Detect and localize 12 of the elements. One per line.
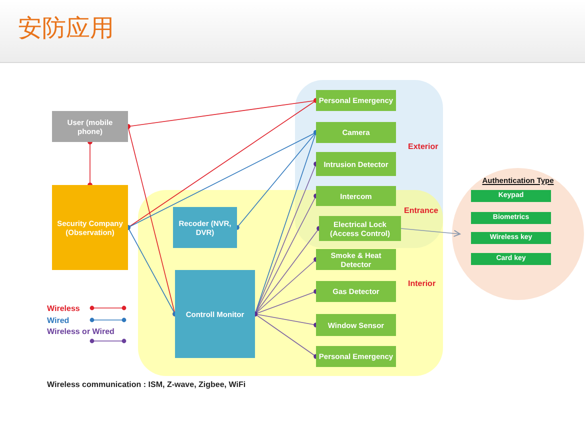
connector-line bbox=[88, 140, 92, 188]
zone-label: Exterior bbox=[408, 142, 438, 151]
legend-label: Wired bbox=[47, 316, 70, 325]
legend-label: Wireless or Wired bbox=[47, 327, 114, 336]
zone-area bbox=[138, 190, 443, 376]
zone-label: Interior bbox=[408, 279, 436, 288]
connector-line bbox=[126, 225, 178, 316]
page-title: 安防应用 bbox=[18, 13, 114, 44]
connector-line bbox=[400, 228, 460, 237]
zone-label: Entrance bbox=[404, 206, 438, 215]
footnote-text: Wireless communication : ISM, Z-wave, Zigbee, WiFi bbox=[47, 380, 246, 389]
legend-label: Wireless bbox=[47, 304, 80, 313]
